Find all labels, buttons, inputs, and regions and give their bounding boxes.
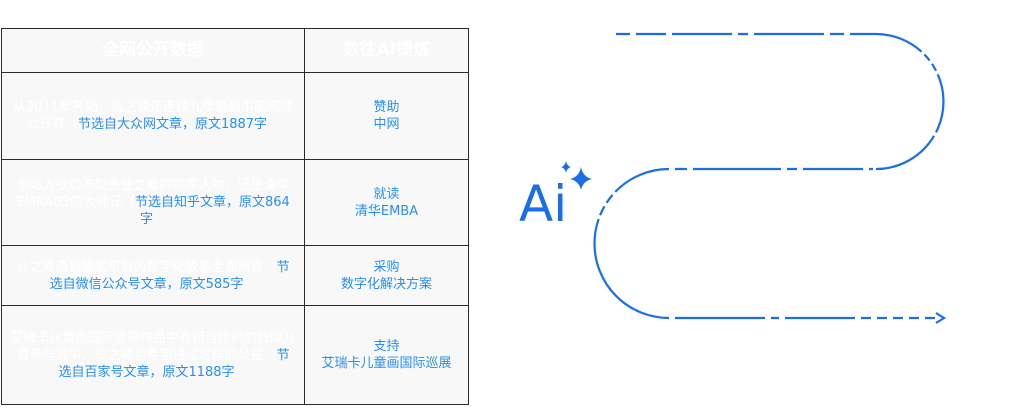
table-row: 创始人张钧不仅是业之峰的领军人物，还是清华EMBA03的大师兄（节选自知乎文章，… <box>1 159 469 246</box>
source-text: 从2011年开始，业之峰还连续九年赞助中国网球公开赛（ <box>12 100 294 132</box>
source-cell: 创始人张钧不仅是业之峰的领军人物，还是清华EMBA03的大师兄（节选自知乎文章，… <box>1 159 305 246</box>
ai-logo: Ai <box>519 161 592 233</box>
source-close: ） <box>153 212 167 227</box>
source-text: 创始人张钧不仅是业之峰的领军人物，还是清华EMBA03的大师兄（ <box>16 178 290 210</box>
source-note: 节选自百家号文章，原文1188字 <box>58 347 290 380</box>
path-right-arc <box>875 32 945 171</box>
result-cell: 采购数字化解决方案 <box>304 245 469 306</box>
source-close: ） <box>243 276 257 292</box>
source-close: ） <box>234 364 248 380</box>
table-header: 全网公开数据 数往AI提炼 <box>1 28 469 73</box>
source-text: 艾瑞卡儿童画国际巡展作品中有相当比例的残障儿童参与其中，业之峰也希望通过这样的公… <box>10 330 297 363</box>
winding-path <box>593 32 947 324</box>
result-object: 数字化解决方案 <box>340 276 432 292</box>
source-note: 节选自微信公众号文章，原文585字 <box>49 259 290 292</box>
data-table: 全网公开数据 数往AI提炼 从2011年开始，业之峰还连续九年赞助中国网球公开赛… <box>1 28 469 405</box>
result-cell: 就读清华EMBA <box>304 159 469 246</box>
result-verb: 赞助 <box>373 100 400 115</box>
source-note: 节选自大众网文章，原文1887字 <box>77 117 268 132</box>
result-object: 清华EMBA <box>354 203 419 219</box>
result-verb: 采购 <box>373 259 400 275</box>
source-cell: 业之峰遇到酷家乐后的数字化故事全面揭露（节选自微信公众号文章，原文585字） <box>1 245 305 306</box>
source-close: ） <box>267 117 281 132</box>
source-text: 业之峰遇到酷家乐后的数字化故事全面揭露（ <box>16 259 277 275</box>
source-cell: 艾瑞卡儿童画国际巡展作品中有相当比例的残障儿童参与其中，业之峰也希望通过这样的公… <box>1 305 305 405</box>
result-object: 中网 <box>373 117 400 132</box>
table-row: 业之峰遇到酷家乐后的数字化故事全面揭露（节选自微信公众号文章，原文585字） 采… <box>1 245 469 306</box>
table-row: 从2011年开始，业之峰还连续九年赞助中国网球公开赛（节选自大众网文章，原文18… <box>1 72 469 160</box>
result-object: 艾瑞卡儿童画国际巡展 <box>321 356 452 371</box>
source-cell: 从2011年开始，业之峰还连续九年赞助中国网球公开赛（节选自大众网文章，原文18… <box>1 72 305 160</box>
table-row: 艾瑞卡儿童画国际巡展作品中有相当比例的残障儿童参与其中，业之峰也希望通过这样的公… <box>1 305 469 405</box>
header-ai-refine: 数往AI提炼 <box>304 28 469 73</box>
header-public-data: 全网公开数据 <box>1 28 305 73</box>
sparkle-small-icon <box>561 161 571 173</box>
arrow-head-icon <box>935 312 947 324</box>
result-verb: 就读 <box>373 186 400 202</box>
result-cell: 支持艾瑞卡儿童画国际巡展 <box>304 305 469 405</box>
ai-logo-text: Ai <box>519 175 567 233</box>
result-verb: 支持 <box>373 339 400 354</box>
sparkle-large-icon <box>570 167 592 190</box>
path-left-arc <box>593 167 670 320</box>
result-cell: 赞助中网 <box>304 72 469 160</box>
source-note: 节选自知乎文章，原文864字 <box>134 195 290 227</box>
